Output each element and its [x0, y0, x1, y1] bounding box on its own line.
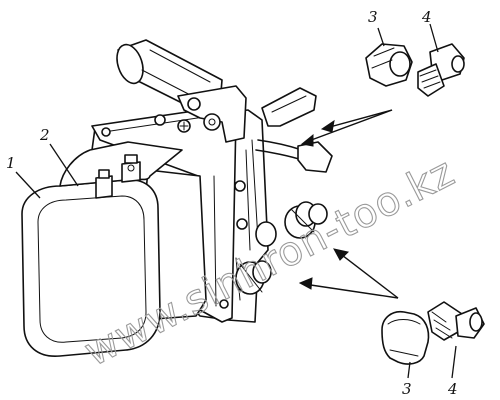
leader-lines [15, 23, 457, 379]
callout-3-bottom: 3 [402, 380, 412, 398]
assembly-arrows [298, 109, 399, 299]
cap-nut-bottom [381, 310, 430, 365]
callout-4-bottom: 4 [447, 380, 458, 398]
callout-1: 1 [6, 154, 16, 172]
top-actuator [116, 39, 247, 143]
callout-3-top: 3 [368, 8, 378, 26]
cap-nut-top [365, 43, 413, 87]
callout-4-top: 4 [421, 8, 432, 26]
valve-cluster [235, 87, 333, 295]
union-fitting-top [417, 43, 465, 97]
union-fitting-bottom [427, 301, 485, 341]
callout-2: 2 [39, 126, 50, 144]
front-cylinder [21, 141, 207, 357]
